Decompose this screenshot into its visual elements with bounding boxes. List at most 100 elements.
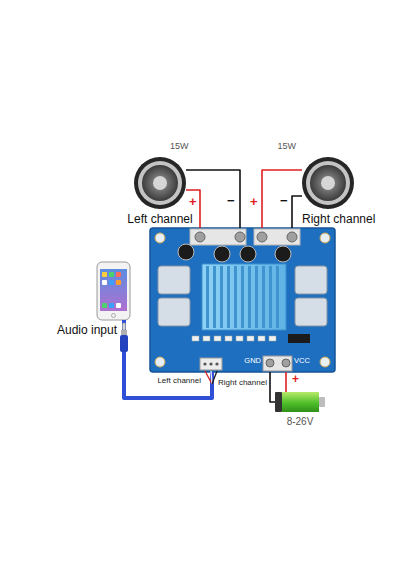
battery: 8-26V [275,392,325,412]
smd [236,336,243,341]
fin [234,266,237,328]
speaker: 15WRight channel [302,157,354,209]
wire [212,371,217,384]
fin [206,266,209,328]
large-capacitor [295,298,327,326]
capacitor [275,246,291,262]
speaker-terminal [190,229,246,245]
audio-cable [124,320,212,398]
fin [248,266,251,328]
terminal-screw [282,359,290,367]
jack-sleeve [120,335,128,352]
power-rating: 15W [170,141,189,151]
right-speaker [302,157,354,209]
power-terminal [263,356,292,371]
app-icon [109,272,114,277]
large-capacitor [295,266,327,294]
speaker-surround [138,161,182,205]
terminal-screw [266,359,274,367]
capacitor [214,246,230,262]
app-icon [102,272,107,277]
speaker-cone [310,165,346,201]
speaker-frame [302,157,354,209]
pcb [150,228,335,372]
app-icon [116,303,121,308]
audio-jack [120,323,128,352]
terminal-screw [235,232,245,242]
speaker-frame [134,157,186,209]
speaker-surround [306,161,350,205]
wire [211,371,212,384]
wire [292,196,302,228]
input-header [200,358,222,370]
jack-tip [123,323,126,330]
pin [209,362,212,365]
input-wires [205,371,217,384]
heatsink [202,264,286,330]
battery-cap [275,392,282,412]
dust-cap [321,176,335,190]
jack-collar [121,330,127,335]
fin [213,266,216,328]
smd [269,336,276,341]
amplifier-board [150,228,335,372]
smd [247,336,254,341]
mounting-hole [155,357,165,367]
app-icon [109,303,114,308]
voltage-range: 8-26V [287,416,314,428]
smd [225,336,232,341]
wire [205,371,212,384]
home-button [112,314,116,318]
app-icon [109,280,114,285]
app-icon [102,280,107,285]
heatsink-fins [206,266,279,328]
power-rating: 15W [277,141,296,151]
fin [269,266,272,328]
app-icon [102,303,107,308]
phone [97,262,130,320]
wire [186,170,240,228]
pin [203,362,206,365]
polarity-mark: + [249,195,259,210]
terminal-screw [287,232,297,242]
smd [214,336,221,341]
speaker: 15WLeft channel [134,157,186,209]
input-label: Audio input [57,324,117,338]
fin [220,266,223,328]
fin [227,266,230,328]
polarity-mark: + [291,373,300,387]
terminal-screw [257,232,267,242]
large-capacitor [158,298,190,326]
channel-label: Right channel [302,213,375,227]
wire [285,372,287,392]
smd-parts [192,336,276,341]
fin [255,266,258,328]
capacitor [240,246,256,262]
speaker-terminal [254,229,300,245]
phone-body [97,262,130,320]
fin [276,266,279,328]
battery-terminal [319,397,325,407]
terminal-screw [195,232,205,242]
wire [270,372,275,402]
speaker-cone [142,165,178,201]
signal-name: Right channel [218,378,267,387]
dust-cap [153,176,167,190]
fin [241,266,244,328]
fin [262,266,265,328]
app-icon [116,272,121,277]
phone: Audio input [97,262,130,320]
mounting-hole [155,233,165,243]
battery [275,392,325,412]
channel-label: Left channel [127,213,192,227]
signal-name: Left channel [157,376,201,385]
mounting-hole [320,233,330,243]
chip [288,334,310,343]
wire [262,170,302,228]
capacitor [178,244,194,260]
